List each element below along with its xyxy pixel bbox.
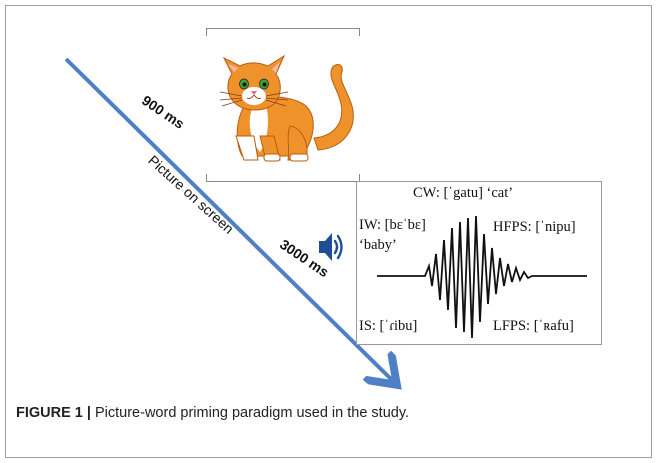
- stimulus-incongruent-word: IW: [bɛˈbɛ]: [359, 217, 426, 233]
- picture-display: [206, 28, 361, 182]
- caption-prefix: FIGURE 1 |: [16, 405, 91, 421]
- cat-illustration: [219, 54, 354, 162]
- bracket-top: [206, 28, 360, 36]
- stimulus-is: IS: [ˈɾibu]: [359, 318, 418, 334]
- bracket-bottom: [206, 174, 360, 182]
- caption-text: Picture-word priming paradigm used in th…: [90, 405, 410, 421]
- timeline-arrow-line: [64, 57, 394, 382]
- stimulus-hfps: HFPS: [ˈnipu]: [493, 219, 576, 235]
- stimulus-congruent-word: CW: [ˈgatu] ‘cat’: [413, 185, 514, 201]
- stimulus-incongruent-word-gloss: ‘baby’: [359, 237, 397, 253]
- sound-waveform: [377, 215, 587, 339]
- stimulus-lfps: LFPS: [ˈʀafu]: [493, 318, 574, 334]
- auditory-stimuli-panel: CW: [ˈgatu] ‘cat’ IW: [bɛˈbɛ] ‘baby’ HFP…: [356, 181, 602, 345]
- speaker-icon: [319, 233, 343, 261]
- figure-caption: FIGURE 1 | Picture-word priming paradigm…: [16, 405, 409, 421]
